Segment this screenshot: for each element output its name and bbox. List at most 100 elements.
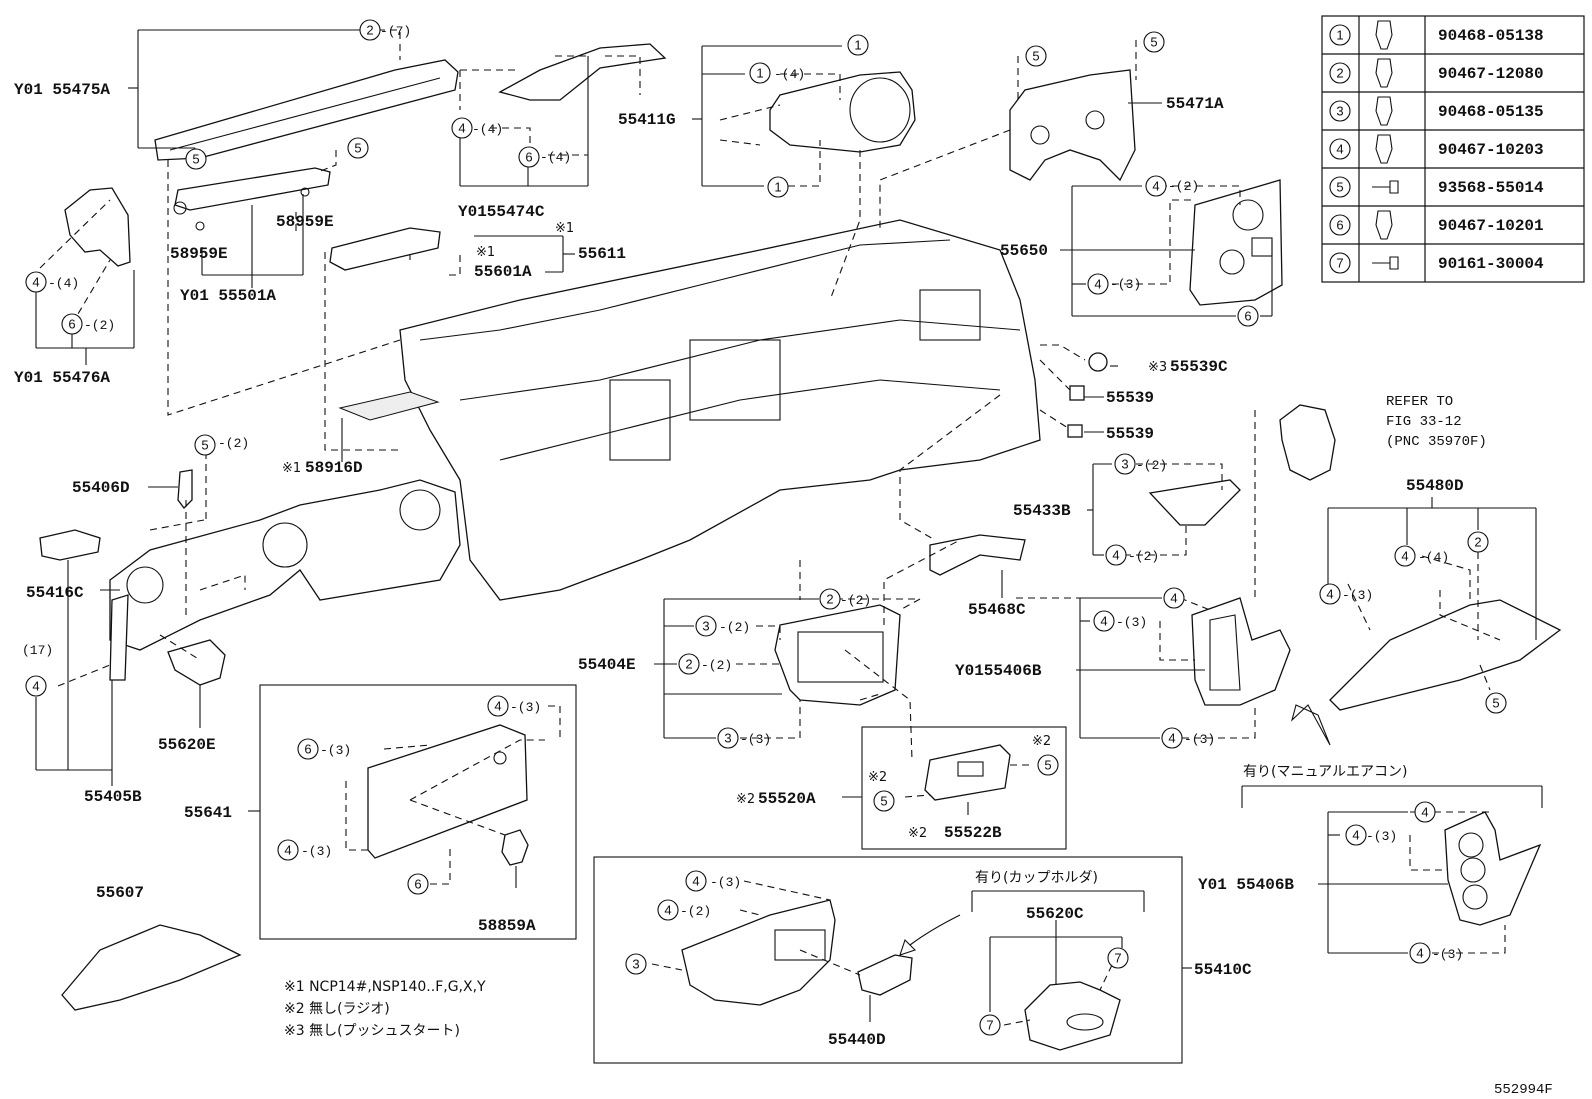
callout-circle (1143, 31, 1165, 53)
clip-icon (1375, 210, 1393, 240)
part-label-55406B-lower: Y01 55406B (1198, 876, 1294, 894)
qty-4-2-a: -(2) (1168, 179, 1199, 194)
callout-circle (61, 313, 83, 335)
callout-number: 5 (880, 794, 887, 809)
footnote-2: ※2 無し(ラジオ) (284, 1001, 390, 1017)
callout-number: 4 (1100, 614, 1107, 629)
part-label-55607: 55607 (96, 884, 144, 902)
part-labels: Y01 55475A Y0155474C Y01 55476A Y01 5550… (14, 81, 1464, 1049)
callout-circle (678, 653, 700, 675)
qty-2-2-b: -(2) (701, 658, 732, 673)
part-label-55539-lower: 55539 (1106, 425, 1154, 443)
callout-circle (873, 790, 895, 812)
part-label-55480D: 55480D (1406, 477, 1464, 495)
mark-3-55539C: ※3 (1148, 360, 1167, 375)
part-label-55406D: 55406D (72, 479, 130, 497)
callout-circle (1409, 942, 1431, 964)
table-index-circle (1329, 62, 1351, 84)
mark-2-55520A: ※2 (736, 792, 755, 807)
callout-number: 2 (1474, 535, 1481, 550)
part-label-55650: 55650 (1000, 242, 1048, 260)
callout-circle (1105, 544, 1127, 566)
clip-icon (1375, 96, 1393, 126)
qty-6-3: -(3) (320, 743, 351, 758)
callout-number: 3 (1121, 457, 1128, 472)
callout-number: 5 (201, 438, 208, 453)
part-label-55522B: 55522B (944, 824, 1002, 842)
table-part-number: 90467-10203 (1438, 141, 1544, 159)
callout-number: 2 (366, 23, 373, 38)
table-part-number: 90468-05135 (1438, 103, 1544, 121)
callout-number: 4 (1168, 731, 1175, 746)
part-label-58859A: 58859A (478, 917, 536, 935)
callout-circle (518, 146, 540, 168)
callout-number: 4 (1401, 549, 1408, 564)
callout-circle (25, 271, 47, 293)
part-label-55474C: Y0155474C (458, 203, 545, 221)
part-label-55611: 55611 (578, 245, 626, 263)
part-label-55433B: 55433B (1013, 502, 1071, 520)
callout-circle (1237, 305, 1259, 327)
phantom-lines (39, 29, 1506, 1026)
note-marks: ※1 ※1 ※1 ※2 ※2 ※2 ※2 ※3 (282, 221, 1167, 841)
leader-lines (35, 29, 1543, 1064)
callout-circle (1037, 754, 1059, 776)
part-label-55405B: 55405B (84, 788, 142, 806)
callout-circle (1485, 692, 1507, 714)
table-index-circle (1329, 138, 1351, 160)
callout-number: 4 (458, 121, 465, 136)
callout-circle (657, 899, 679, 921)
figure-number: 552994F (1494, 1082, 1553, 1098)
qty-3-3: -(3) (740, 732, 771, 747)
callout-number: 6 (68, 317, 75, 332)
qty-4-3-e: -(3) (510, 700, 541, 715)
qty-5-2: -(2) (218, 436, 249, 451)
qty-4-4-b: -(4) (48, 276, 79, 291)
callout-circle (25, 675, 47, 697)
clip-icon (1375, 58, 1393, 88)
qty-3-2-b: -(2) (719, 620, 750, 635)
callout-circle (347, 137, 369, 159)
callout-number: 5 (1032, 49, 1039, 64)
callout-circle (487, 695, 509, 717)
callout-circle (749, 62, 771, 84)
part-label-55501A: Y01 55501A (180, 287, 276, 305)
callout-circle (1093, 610, 1115, 632)
callout-number: 3 (702, 619, 709, 634)
qty-4-2-c: -(2) (680, 904, 711, 919)
callout-circle (1163, 587, 1185, 609)
table-index-circle (1329, 252, 1351, 274)
callout-number: 5 (354, 141, 361, 156)
callout-circle (277, 839, 299, 861)
callout-circle (451, 117, 473, 139)
callout-circle (1145, 175, 1167, 197)
callout-circle (359, 19, 381, 41)
callout-circle (1345, 824, 1367, 846)
callout-circle (1114, 453, 1136, 475)
part-label-55641: 55641 (184, 804, 232, 822)
callout-number: 1 (854, 38, 861, 53)
callout-number: 1 (756, 66, 763, 81)
fastener-table (1321, 15, 1585, 283)
callout-number: 4 (32, 275, 39, 290)
part-label-55620C: 55620C (1026, 905, 1084, 923)
part-label-58959E-left: 58959E (170, 245, 228, 263)
callout-circle (297, 738, 319, 760)
qty-4-4-c: -(4) (1418, 550, 1449, 565)
table-index-label: 1 (1336, 28, 1343, 43)
part-label-55404E: 55404E (578, 656, 636, 674)
callout-number: 1 (774, 180, 781, 195)
part-label-58959E-right: 58959E (276, 213, 334, 231)
table-index-label: 2 (1336, 66, 1343, 81)
callout-circle (717, 727, 739, 749)
callout-number: 4 (1421, 805, 1428, 820)
clip-icon (1375, 20, 1393, 50)
part-label-55406B-upper: Y0155406B (955, 662, 1042, 680)
callout-number: 6 (525, 150, 532, 165)
callout-number: 3 (632, 957, 639, 972)
part-label-55410C: 55410C (1194, 961, 1252, 979)
callout-number: 4 (664, 903, 671, 918)
table-part-number: 90467-12080 (1438, 65, 1544, 83)
